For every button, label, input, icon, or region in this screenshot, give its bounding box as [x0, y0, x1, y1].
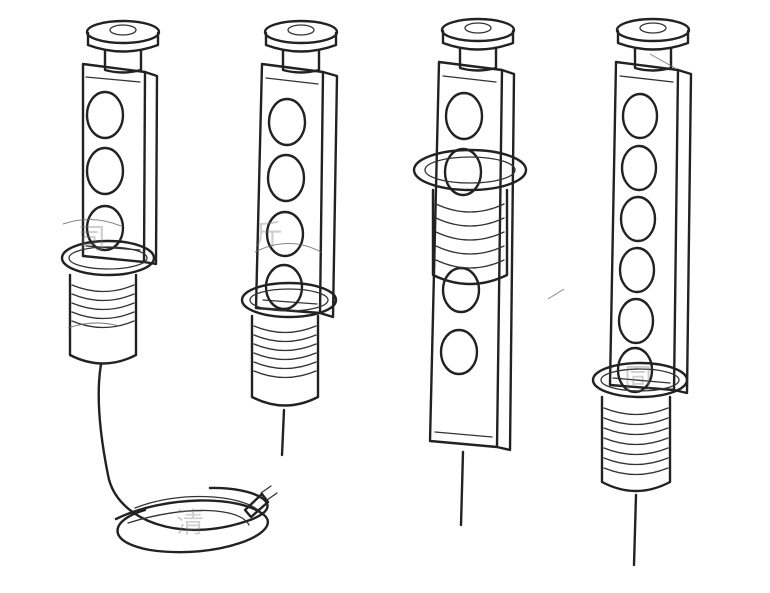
socket-tower-4	[591, 17, 693, 567]
watermark-4: 清	[176, 506, 204, 539]
socket-tower-2	[240, 19, 339, 457]
socket-tower-3	[412, 17, 528, 527]
watermark-1: 司	[78, 222, 106, 255]
watermark-2: 斤	[255, 218, 283, 251]
socket-tower-1	[60, 19, 278, 554]
watermark-3: 同	[624, 362, 652, 395]
